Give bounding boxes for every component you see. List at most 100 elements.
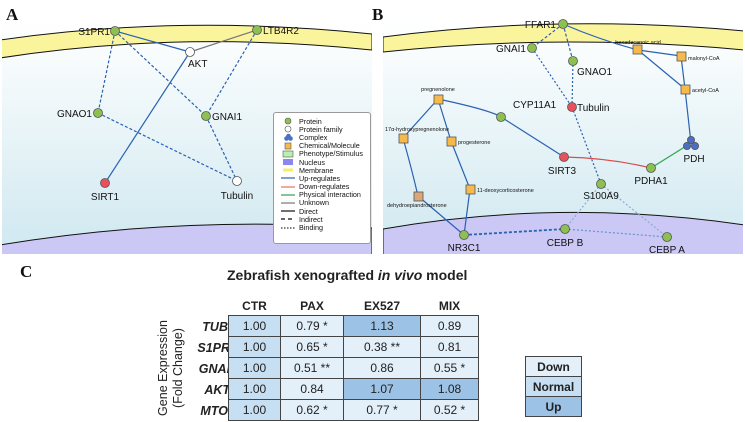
label-gnai1: GNAI1 <box>212 112 242 123</box>
node-nr3c1[interactable] <box>459 230 469 240</box>
physical-interaction-line-icon <box>281 194 295 196</box>
key-up: Up <box>525 396 582 417</box>
column-header-pax: PAX <box>300 299 324 313</box>
node-tubulin-b[interactable] <box>567 102 577 112</box>
edge-malonyl-acetyl <box>680 55 686 90</box>
edge-akt-sirt1 <box>104 51 191 184</box>
node-acetyl-coa[interactable] <box>680 84 691 95</box>
node-progesterone[interactable] <box>446 136 457 147</box>
label-cebpa: CEBP A <box>649 245 685 256</box>
gene-label: GNAI1 <box>198 362 237 376</box>
edge-s1pr1-gnai1 <box>114 30 207 117</box>
legend-item-unknown: Unknown <box>280 198 366 207</box>
panel-a-letter: A <box>6 5 19 24</box>
complex-icon <box>283 134 293 142</box>
gene-label: S1PR1 <box>197 341 237 355</box>
node-ffar1[interactable] <box>558 19 568 29</box>
node-cyp11a1[interactable] <box>496 112 506 122</box>
color-key: Down Normal Up <box>525 356 582 417</box>
edge-ffar1-hexadecanoic <box>562 23 639 51</box>
legend-item-indirect: Indirect <box>280 215 366 224</box>
node-gnai1-b[interactable] <box>527 43 537 53</box>
legend-item-complex: Complex <box>280 133 366 142</box>
gene-label: MTOR <box>200 404 237 418</box>
edge-s1pr1-akt <box>114 30 191 53</box>
node-malonyl-coa[interactable] <box>676 51 687 62</box>
edge-gnai1-tubulin <box>205 115 238 182</box>
edge-ffar1-gnai1 <box>531 23 564 49</box>
edge-acetyl-pdh <box>684 88 692 144</box>
edge-hexadecanoic-acetyl <box>637 49 686 90</box>
label-gnao1: GNAO1 <box>57 109 92 120</box>
table-cell: 1.00 <box>228 336 281 358</box>
table-cell: 0.55 * <box>420 357 479 379</box>
node-sirt3[interactable] <box>559 152 569 162</box>
table-cell: 1.13 <box>343 315 421 337</box>
chemical-icon <box>284 142 292 149</box>
legend-item-membrane: Membrane <box>280 166 366 175</box>
svg-text:Gene Expression: Gene Expression <box>156 320 170 416</box>
binding-line-icon <box>281 226 295 229</box>
panel-b-letter: B <box>372 5 384 24</box>
node-sirt1[interactable] <box>100 178 110 188</box>
legend-item-nucleus: Nucleus <box>280 158 366 167</box>
legend: Protein Protein family Complex Chemical/… <box>273 112 371 244</box>
table-cell: 0.77 * <box>343 399 421 421</box>
node-11-deoxycorticosterone[interactable] <box>465 184 476 195</box>
membrane-a <box>2 24 372 59</box>
node-pregnenolone[interactable] <box>433 94 444 105</box>
column-header-ctr: CTR <box>242 299 267 313</box>
up-regulates-line-icon <box>281 177 295 180</box>
node-gnai1[interactable] <box>201 111 211 121</box>
node-pdh[interactable] <box>683 135 700 150</box>
node-pdha1[interactable] <box>646 163 656 173</box>
node-s100a9[interactable] <box>596 179 606 189</box>
label-hexadecanoic-acid: hexadecanoic acid <box>615 40 661 46</box>
node-hexadecanoic-acid[interactable] <box>632 44 643 55</box>
node-gnao1[interactable] <box>93 108 103 118</box>
node-tubulin-a[interactable] <box>232 176 242 186</box>
legend-item-down-regulates: Down-regulates <box>280 182 366 191</box>
label-11-deoxycorticosterone: 11-deoxycorticosterone <box>477 188 534 194</box>
table-cell: 1.07 <box>343 378 421 400</box>
edge-tubulin-s100a9 <box>571 106 602 185</box>
down-regulates-line-icon <box>281 185 295 188</box>
key-down: Down <box>525 356 582 377</box>
node-akt[interactable] <box>185 47 195 57</box>
network-diagrams: S1PR1 LTB4R2 AKT GNAO1 GNAI1 SIRT1 Tubul… <box>2 19 743 256</box>
edge-dhea-nr3c1 <box>417 195 465 236</box>
legend-item-chemical: Chemical/Molecule <box>280 141 366 150</box>
label-tubulin-a: Tubulin <box>221 191 253 202</box>
label-cebpb: CEBP B <box>547 238 584 249</box>
node-ltb4r2[interactable] <box>252 25 262 35</box>
node-gnao1-b[interactable] <box>568 56 578 66</box>
table-cell: 1.00 <box>228 357 281 379</box>
label-malonyl-coa: malonyl-CoA <box>688 56 720 62</box>
edge-nr3c1-cebpb <box>463 228 566 236</box>
node-dhea[interactable] <box>413 191 424 202</box>
panel-c-title: Zebrafish xenografted in vivo model <box>227 267 468 283</box>
table-cell: 0.51 ** <box>280 357 344 379</box>
table-cell: 0.81 <box>420 336 479 358</box>
edge-cyp11a1-sirt3 <box>500 116 565 158</box>
nucleus-icon <box>283 159 293 166</box>
node-17oh-pregnenolone[interactable] <box>398 133 409 144</box>
indirect-line-icon <box>281 218 295 221</box>
table-cell: 0.79 * <box>280 315 344 337</box>
node-cebpb[interactable] <box>560 224 570 234</box>
table-cell: 0.65 * <box>280 336 344 358</box>
legend-item-direct: Direct <box>280 207 366 216</box>
legend-item-binding: Binding <box>280 223 366 232</box>
label-sirt1: SIRT1 <box>91 192 120 203</box>
legend-item-up-regulates: Up-regulates <box>280 174 366 183</box>
node-cebpa[interactable] <box>662 232 672 242</box>
node-s1pr1[interactable] <box>110 26 120 36</box>
label-gnai1-b: GNAI1 <box>496 44 526 55</box>
label-akt: AKT <box>188 59 207 70</box>
label-pdha1: PDHA1 <box>634 176 668 187</box>
label-pregnenolone: pregnenolone <box>421 87 455 93</box>
